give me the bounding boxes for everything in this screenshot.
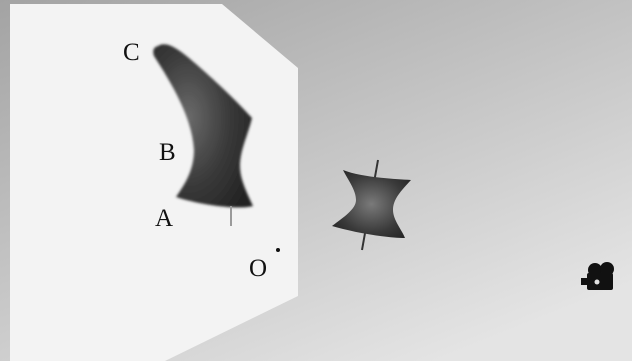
label-a: A bbox=[155, 205, 173, 232]
label-b: B bbox=[159, 139, 176, 166]
point-o-dot bbox=[276, 248, 280, 252]
label-c: C bbox=[123, 39, 140, 66]
projection-screen bbox=[10, 4, 298, 361]
label-o: O bbox=[249, 255, 267, 282]
